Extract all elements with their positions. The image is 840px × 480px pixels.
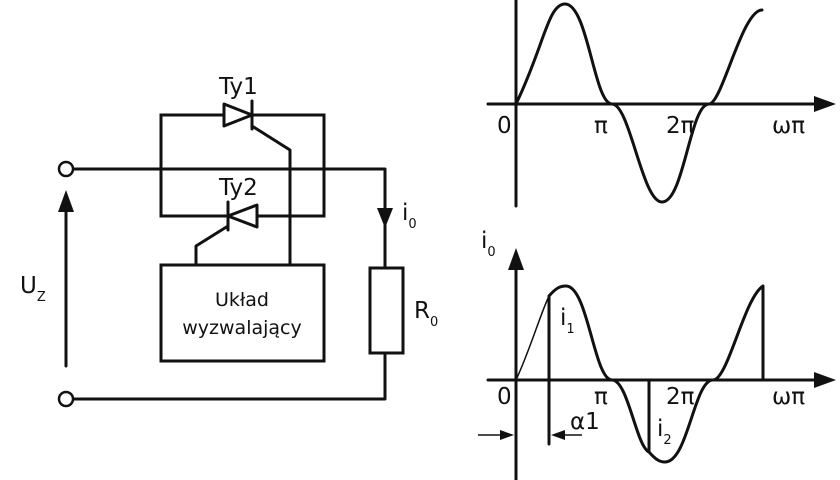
voltage-origin-label: 0: [497, 113, 512, 139]
trigger-unit-label-line1: Układ: [215, 289, 269, 311]
trigger-unit-box: [159, 263, 326, 363]
voltage-x-axis-label: ωπ: [772, 113, 805, 139]
current-waveform: [547, 284, 651, 454]
top-wire: [72, 167, 387, 270]
thyristor-ty2-label: Ty2: [218, 175, 258, 201]
current-i1-label: i1: [560, 305, 575, 337]
load-current-label: i0: [402, 200, 417, 232]
bottom-wire: [72, 351, 387, 401]
ty1-gate-lead: [250, 124, 292, 267]
ty2-gate-lead: [194, 224, 230, 267]
thyristor-ty2: [194, 200, 259, 267]
input-terminal-top: [57, 160, 75, 178]
voltage-plot: 0 π 2π ωπ: [486, 0, 836, 208]
current-y-axis-arrowhead: [508, 248, 524, 270]
supply-voltage-arrowhead: [58, 190, 74, 212]
current-x-axis-label: ωπ: [772, 384, 805, 410]
load-resistor: [368, 266, 405, 355]
thyristor-ty1: [222, 99, 292, 267]
firing-angle-label: α1: [570, 409, 600, 435]
current-x-axis-arrowhead: [814, 372, 836, 388]
current-y-axis-label: i0: [481, 228, 496, 260]
firing-angle-arrowhead-right: [551, 430, 565, 440]
voltage-tick-2pi: 2π: [666, 113, 695, 139]
current-plot: i0 0 π 2π ωπ i1 i2 α1: [478, 228, 836, 480]
reference-sine-thin: [515, 295, 550, 381]
current-origin-label: 0: [497, 384, 512, 410]
firing-angle-arrowhead-left: [500, 430, 514, 440]
load-current-arrowhead: [377, 208, 393, 228]
thyristor-ty1-label: Ty1: [218, 74, 258, 100]
current-tick-2pi: 2π: [666, 384, 695, 410]
supply-voltage-label: UZ: [20, 273, 46, 305]
current-waveform-negative: [647, 284, 765, 464]
current-i2-label: i2: [657, 416, 672, 448]
input-terminal-bottom: [57, 390, 75, 408]
trigger-unit-label-line2: wyzwalający: [182, 317, 301, 339]
circuit-diagram: UZ i0 R0 Ty1 Ty2 Układ wyzwalający: [20, 74, 438, 408]
voltage-x-axis-arrowhead: [814, 96, 836, 112]
voltage-tick-pi: π: [594, 113, 608, 139]
load-resistor-label: R0: [414, 298, 438, 330]
current-tick-pi: π: [594, 384, 608, 410]
voltage-sine-curve: [514, 2, 764, 204]
